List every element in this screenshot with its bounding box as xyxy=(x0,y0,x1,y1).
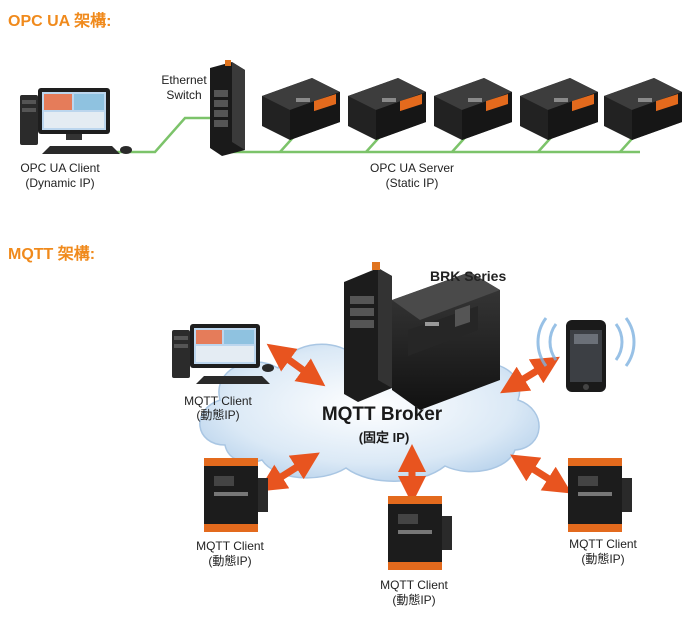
opcua-server-device-icon xyxy=(434,78,512,140)
opcua-server-ip-label: (Static IP) xyxy=(386,176,439,190)
opcua-server-device-icon xyxy=(348,78,426,140)
arrow-top-right xyxy=(500,356,560,394)
mqtt-client-label-2: MQTT Client xyxy=(196,539,264,553)
arrow-bottom-right xyxy=(510,454,572,494)
wifi-waves-icon xyxy=(536,317,636,367)
opcua-client-computer-icon xyxy=(20,88,132,154)
ethernet-switch-icon xyxy=(210,60,245,156)
opcua-server-label: OPC UA Server xyxy=(370,161,454,175)
mqtt-client-device-icon xyxy=(568,458,632,532)
mqtt-client-ip-2: (動態IP) xyxy=(208,553,251,568)
opcua-title: OPC UA 架構: xyxy=(8,11,111,30)
brk-series-label: BRK Series xyxy=(430,268,506,284)
mqtt-client-label-3: MQTT Client xyxy=(380,578,448,592)
mqtt-client-device-icon xyxy=(204,458,268,532)
arrow-top-left xyxy=(266,343,326,387)
opcua-server-device-icon xyxy=(262,78,340,140)
mqtt-client-computer-icon xyxy=(172,324,274,384)
opcua-client-label: OPC UA Client xyxy=(20,161,100,175)
mqtt-client-label-1: MQTT Client xyxy=(184,394,252,408)
mqtt-client-device-icon xyxy=(388,496,452,570)
opcua-server-device-icon xyxy=(520,78,598,140)
mqtt-client-ip-3: (動態IP) xyxy=(392,592,435,607)
mqtt-client-ip-4: (動態IP) xyxy=(581,551,624,566)
mqtt-arrows xyxy=(258,343,572,504)
mqtt-client-label-4: MQTT Client xyxy=(569,537,637,551)
switch-label: Ethernet xyxy=(161,73,207,87)
opcua-server-device-icon xyxy=(604,78,682,140)
switch-label-2: Switch xyxy=(166,88,201,102)
opcua-server-devices xyxy=(262,78,682,140)
arrow-bottom-left xyxy=(258,452,320,492)
mqtt-client-ip-1: (動態IP) xyxy=(196,407,239,422)
mqtt-title: MQTT 架構: xyxy=(8,244,95,263)
mqtt-broker-ip-label: (固定 IP) xyxy=(359,430,410,445)
smartphone-icon xyxy=(566,320,606,392)
opcua-client-ip-label: (Dynamic IP) xyxy=(25,176,94,190)
brk-broker-device-icon xyxy=(344,262,500,410)
mqtt-broker-label: MQTT Broker xyxy=(322,404,443,425)
client-link xyxy=(100,116,215,154)
